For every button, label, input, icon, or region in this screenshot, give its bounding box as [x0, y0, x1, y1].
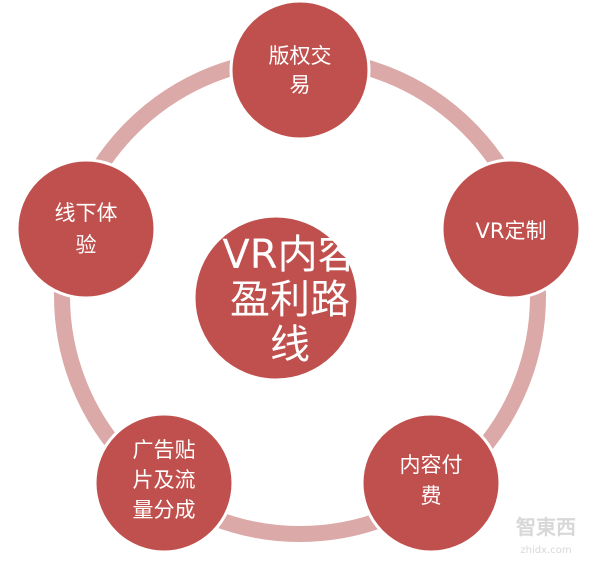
node-circle	[229, 0, 371, 141]
center-label-line: 线	[270, 322, 310, 368]
watermark-text: 智東西	[516, 515, 576, 539]
node-label-line: 版权交	[269, 44, 332, 68]
node-circle	[15, 158, 157, 300]
node-label-line: 费	[421, 484, 442, 508]
node-circle	[440, 158, 582, 300]
node-label-line: 片及流	[133, 468, 196, 492]
node-label-line: 广告贴	[133, 438, 196, 462]
node-label-line: 验	[76, 233, 97, 257]
node-label-line: 线下体	[55, 201, 118, 225]
node-label-line: 易	[290, 73, 311, 97]
center-node: VR内容 盈利路 线	[192, 214, 360, 382]
node-label-line: 内容付	[400, 453, 463, 477]
watermark-url: zhidx.com	[520, 545, 571, 556]
outer-node-ad-share: 广告贴 片及流 量分成	[93, 412, 235, 554]
center-label-line: VR内容	[222, 232, 357, 278]
center-label-line: 盈利路	[230, 277, 350, 323]
watermark-logo: 智東西 zhidx.com	[516, 515, 576, 556]
outer-node-offline: 线下体 验	[15, 158, 157, 300]
node-circle	[93, 412, 235, 554]
outer-node-vr-custom: VR定制	[440, 158, 582, 300]
center-node-circle	[192, 214, 360, 382]
node-label-line: VR定制	[476, 219, 547, 243]
outer-node-copyright: 版权交 易	[229, 0, 371, 141]
node-circle	[360, 412, 502, 554]
node-label-line: 量分成	[133, 498, 196, 522]
outer-node-content-pay: 内容付 费	[360, 412, 502, 554]
